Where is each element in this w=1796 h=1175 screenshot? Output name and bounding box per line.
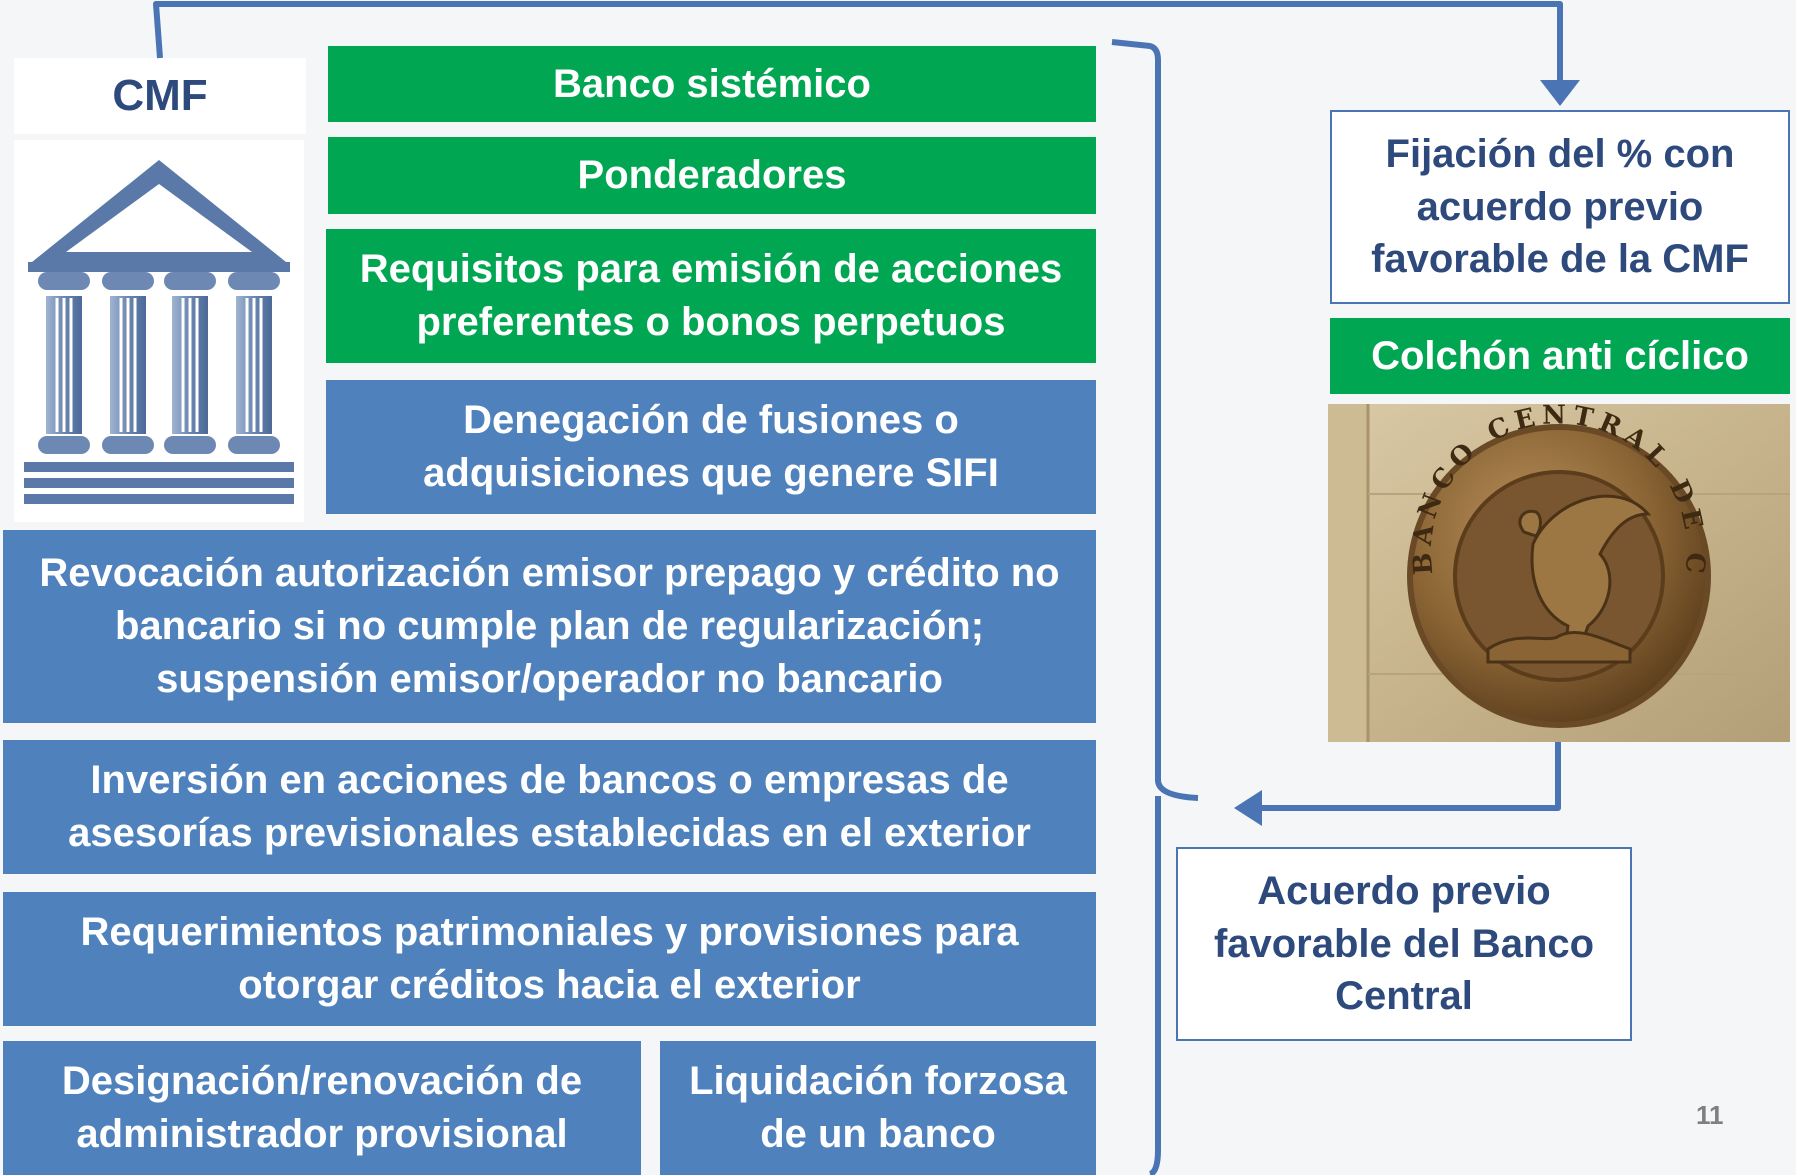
power-inversion: Inversión en acciones de bancos o empres… xyxy=(3,740,1096,874)
power-designacion: Designación/renovación de administrador … xyxy=(3,1041,641,1175)
bank-building-icon xyxy=(14,140,304,522)
power-banco-sistemico: Banco sistémico xyxy=(328,46,1096,122)
seal-to-bracket-connector xyxy=(1250,742,1561,811)
page-number: 11 xyxy=(1696,1100,1724,1130)
fijacion-box: Fijación del % con acuerdo previo favora… xyxy=(1330,110,1790,304)
power-denegacion: Denegación de fusiones o adquisiciones q… xyxy=(326,380,1096,514)
power-requerimientos: Requerimientos patrimoniales y provision… xyxy=(3,892,1096,1026)
power-revocacion: Revocación autorización emisor prepago y… xyxy=(3,530,1096,723)
banco-central-seal-image: BANCO CENTRAL DE CHILE xyxy=(1313,381,1790,742)
power-liquidacion: Liquidación forzosa de un banco xyxy=(660,1041,1096,1175)
power-ponderadores: Ponderadores xyxy=(328,137,1096,214)
powers-bracket xyxy=(1111,39,1199,1175)
arrow-head-down xyxy=(1540,80,1580,106)
arrow-head-left xyxy=(1234,790,1262,826)
colchon-anticiclico-box: Colchón anti cíclico xyxy=(1330,318,1790,394)
cmf-label: CMF xyxy=(14,58,306,134)
acuerdo-banco-central-box: Acuerdo previo favorable del Banco Centr… xyxy=(1176,847,1632,1041)
power-requisitos: Requisitos para emisión de acciones pref… xyxy=(326,229,1096,363)
cmf-to-fijacion-connector xyxy=(153,1,1563,86)
